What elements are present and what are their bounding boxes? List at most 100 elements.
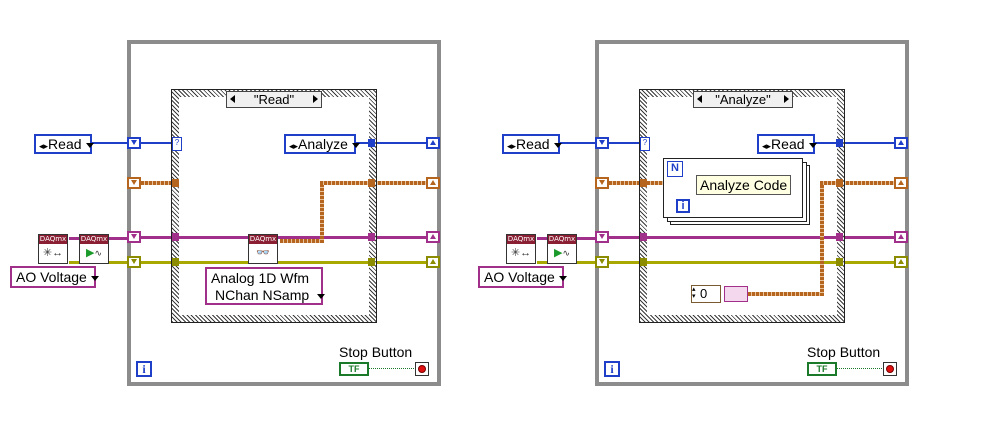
- right-case-tunnel-task-out: [836, 233, 843, 241]
- left-iteration-terminal: i: [136, 361, 152, 377]
- left-polymorphic-line2: NChan NSamp: [215, 287, 310, 303]
- right-state-wire-loop-in: [609, 142, 642, 144]
- right-case-tunnel-error-in: [640, 179, 647, 187]
- right-task-wire-loop-in: [609, 236, 642, 239]
- right-task-wire-loop-out: [842, 236, 894, 239]
- left-dbl-wire-loop-out: [374, 261, 426, 264]
- right-for-loop-count-terminal: N: [667, 161, 683, 177]
- right-shift-register-task-in[interactable]: [595, 231, 609, 243]
- left-shift-register-task-out[interactable]: [426, 231, 440, 243]
- right-shift-register-dbl-out[interactable]: [894, 256, 908, 268]
- right-dbl-wire-loop-in: [609, 261, 642, 264]
- left-case-tunnel-error-out: [368, 179, 375, 187]
- left-daqmx-create-channel-icon[interactable]: DAQmx ✳↔: [38, 234, 68, 264]
- right-channel-type-enum[interactable]: AO Voltage: [478, 266, 567, 288]
- left-channel-type-enum-label: AO Voltage: [16, 269, 87, 285]
- right-loop-condition-terminal[interactable]: [883, 362, 897, 376]
- right-daqmx-start-task-icon[interactable]: DAQmx ▶∿: [547, 234, 577, 264]
- right-for-loop-iteration-terminal: i: [676, 199, 690, 213]
- left-read-error-wire-h2: [320, 181, 375, 185]
- right-case-tunnel-state-out: [836, 139, 843, 147]
- right-dbl-wire-loop-out: [842, 261, 894, 264]
- right-case-selector-terminal: ?: [640, 137, 650, 151]
- right-stop-button-terminal[interactable]: TF: [807, 362, 837, 376]
- right-num-error-wire-h2: [820, 181, 843, 185]
- right-next-state-enum-read[interactable]: ◂▸Read: [757, 134, 817, 154]
- right-error-wire-loop-in: [609, 181, 642, 185]
- left-state-wire-loop-out: [374, 142, 426, 144]
- right-channel-type-enum-label: AO Voltage: [484, 269, 555, 285]
- right-case-tunnel-error-out: [836, 179, 843, 187]
- right-state-wire-in: [560, 142, 596, 144]
- left-case-tunnel-dbl-in: [172, 258, 179, 266]
- left-next-state-enum-analyze[interactable]: ◂▸Analyze: [284, 134, 360, 154]
- left-case-tunnel-state-out: [368, 139, 375, 147]
- left-shift-register-error-out[interactable]: [426, 177, 440, 189]
- right-case-error-wire-to-subvi: [647, 181, 669, 185]
- left-daqmx-read-icon[interactable]: DAQmx 👓: [248, 234, 278, 264]
- left-daqmx-read-polymorphic-selector[interactable]: Analog 1D Wfm NChan NSamp: [205, 267, 326, 305]
- right-next-state-enum-read-label: Read: [771, 136, 805, 152]
- right-case-selector-label: "Analyze": [715, 92, 771, 107]
- left-shift-register-state-out[interactable]: [426, 137, 440, 149]
- left-stop-wire: [369, 368, 414, 370]
- left-shift-register-task-in[interactable]: [127, 231, 141, 243]
- right-numeric-constant-value: 0: [700, 286, 708, 301]
- left-state-enum-read-label: Read: [48, 136, 82, 152]
- left-case-tunnel-task-out: [368, 233, 375, 241]
- left-shift-register-error-in[interactable]: [127, 177, 141, 189]
- left-case-selector-terminal: ?: [172, 137, 182, 151]
- right-state-enum-read[interactable]: ◂▸Read: [502, 134, 562, 154]
- right-shift-register-error-out[interactable]: [894, 177, 908, 189]
- left-shift-register-state-in[interactable]: [127, 137, 141, 149]
- right-error-wire-loop-out: [842, 181, 894, 185]
- left-read-error-wire-h1: [280, 239, 322, 243]
- right-shift-register-dbl-in[interactable]: [595, 256, 609, 268]
- left-case-state-wire: [356, 142, 374, 144]
- right-analyze-for-loop[interactable]: N Analyze Code i: [663, 158, 803, 218]
- left-daqmx-start-task-icon[interactable]: DAQmx ▶∿: [79, 234, 109, 264]
- right-case-dbl-wire: [647, 261, 842, 264]
- left-shift-register-dbl-in[interactable]: [127, 256, 141, 268]
- left-daqmx-read-label: DAQmx: [249, 235, 277, 244]
- right-case-tunnel-dbl-in: [640, 258, 647, 266]
- right-shift-register-state-in[interactable]: [595, 137, 609, 149]
- left-error-wire-loop-in: [141, 181, 174, 185]
- left-loop-condition-terminal[interactable]: [415, 362, 429, 376]
- right-numeric-constant[interactable]: ▴▾0: [691, 285, 721, 303]
- right-case-tunnel-dbl-out: [836, 258, 843, 266]
- right-daqmx-create-label: DAQmx: [507, 235, 535, 244]
- left-stop-button-label: Stop Button: [339, 344, 413, 360]
- right-daqmx-start-label: DAQmx: [548, 235, 576, 244]
- left-task-wire-loop-in: [141, 236, 174, 239]
- left-read-error-wire-v: [320, 181, 324, 243]
- left-task-wire-loop-out: [374, 236, 426, 239]
- left-stop-button-terminal[interactable]: TF: [339, 362, 369, 376]
- right-daqmx-create-channel-icon[interactable]: DAQmx ✳↔: [506, 234, 536, 264]
- left-error-wire-loop-out: [374, 181, 426, 185]
- right-waveform-constant-icon: [724, 286, 748, 302]
- right-num-error-wire-v: [820, 181, 824, 296]
- right-state-wire-loop-out: [842, 142, 894, 144]
- left-daqmx-create-label: DAQmx: [39, 235, 67, 244]
- right-shift-register-task-out[interactable]: [894, 231, 908, 243]
- right-num-error-wire-h1: [748, 292, 824, 296]
- left-daqmx-start-label: DAQmx: [80, 235, 108, 244]
- left-case-tunnel-task-in: [172, 233, 179, 241]
- left-case-tunnel-dbl-out: [368, 258, 375, 266]
- right-case-state-wire: [815, 142, 842, 144]
- right-iteration-terminal: i: [604, 361, 620, 377]
- right-case-selector[interactable]: "Analyze": [693, 91, 793, 108]
- right-stop-button-label: Stop Button: [807, 344, 881, 360]
- left-dbl-wire-loop-in: [141, 261, 174, 264]
- right-shift-register-state-out[interactable]: [894, 137, 908, 149]
- left-case-tunnel-error-in: [172, 179, 179, 187]
- left-channel-type-enum[interactable]: AO Voltage: [10, 266, 99, 288]
- left-shift-register-dbl-out[interactable]: [426, 256, 440, 268]
- left-state-wire-in: [92, 142, 128, 144]
- left-state-wire-loop-in: [141, 142, 174, 144]
- right-state-enum-read-label: Read: [516, 136, 550, 152]
- right-shift-register-error-in[interactable]: [595, 177, 609, 189]
- left-state-enum-read[interactable]: ◂▸Read: [34, 134, 94, 154]
- left-case-selector[interactable]: "Read": [226, 91, 322, 108]
